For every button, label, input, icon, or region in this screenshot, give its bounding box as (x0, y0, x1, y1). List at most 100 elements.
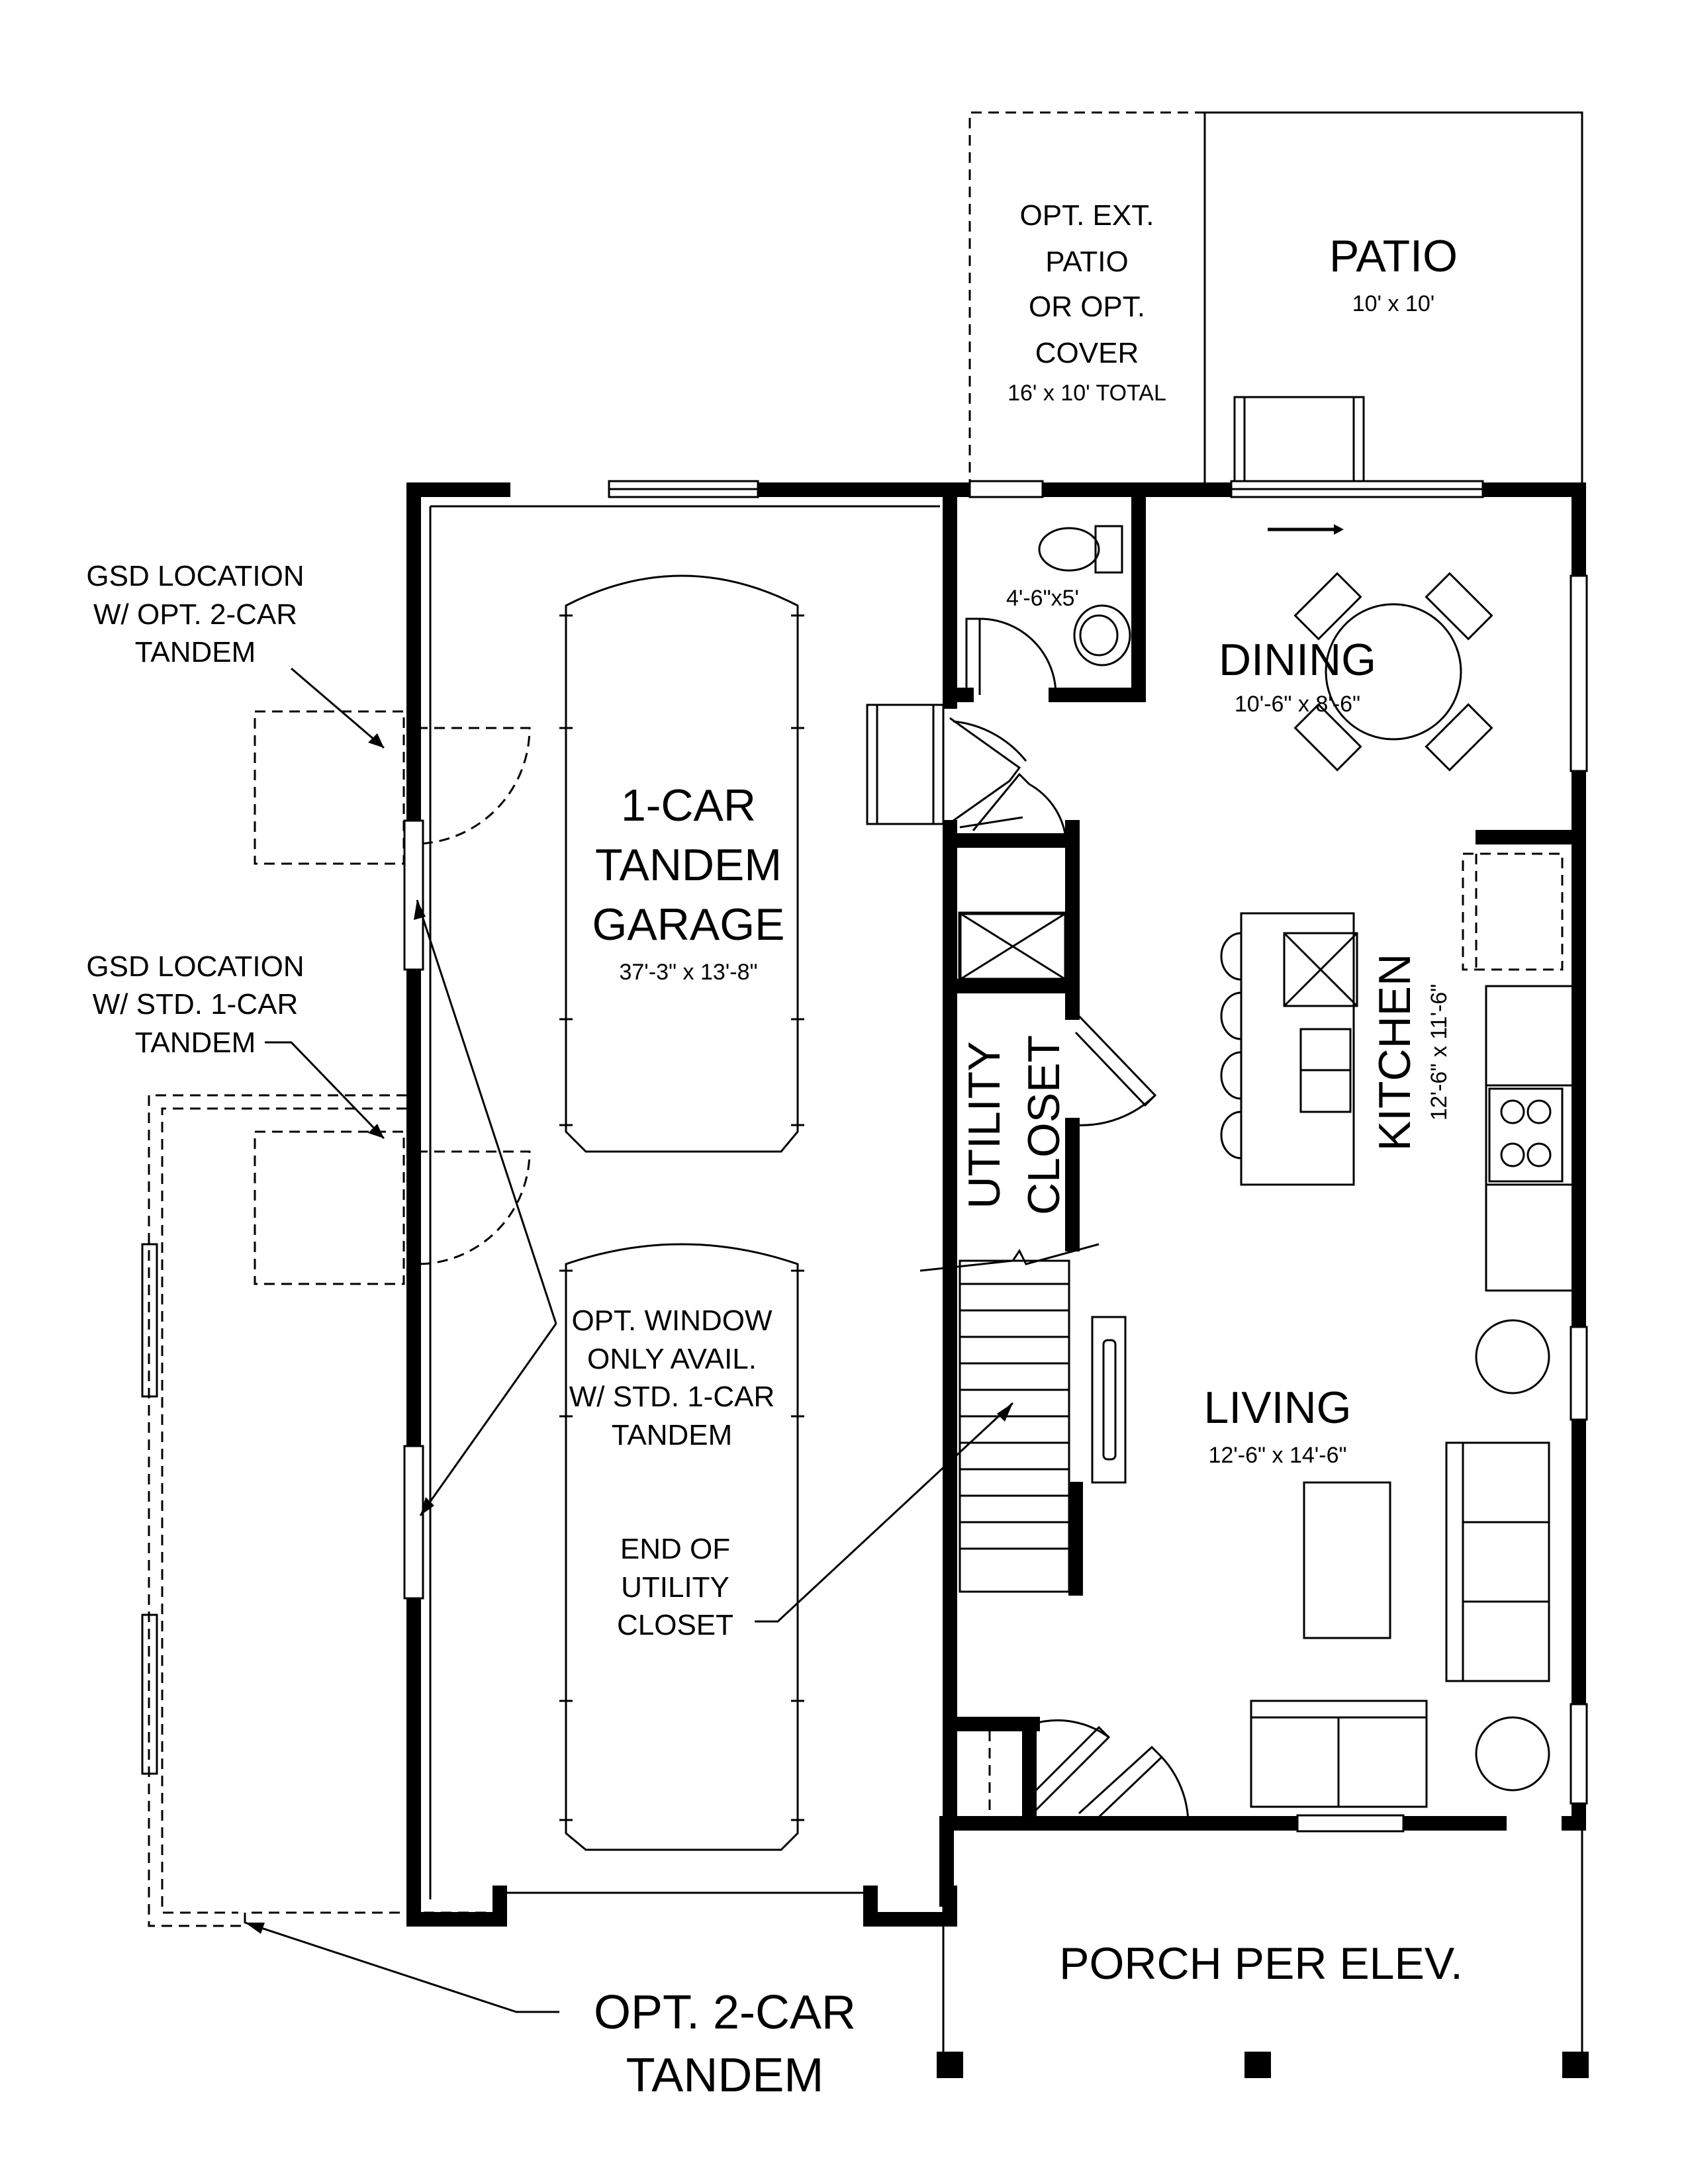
gsd-box-upper (254, 710, 405, 865)
note-opt-window-1: OPT. WINDOW (571, 1304, 773, 1337)
garage-left-wall (406, 482, 510, 1927)
cars (559, 574, 804, 1851)
opt-window-garage-2 (403, 1445, 424, 1600)
garage-dims: 37'-3" x 13'-8" (619, 960, 757, 985)
note-end-utility-2: UTILITY (621, 1571, 729, 1604)
garage-label-1: 1-CAR (621, 780, 756, 831)
walls (406, 482, 1586, 1927)
house-top-wall (1476, 482, 1586, 590)
fridge-space (1462, 852, 1564, 971)
note-opt-2car-2: TANDEM (626, 2049, 824, 2102)
note-opt-window-4: TANDEM (612, 1419, 733, 1451)
garage-bottom-right-wall (863, 1886, 957, 1927)
gsd-door-swing-lower (416, 1150, 531, 1265)
note-gsd-2car-1: GSD LOCATION (86, 560, 304, 592)
car-upper (565, 574, 799, 1153)
leader-opt-2car (244, 1921, 559, 2013)
leader-opt-window-2 (419, 1323, 557, 1516)
stool-2 (1220, 991, 1242, 1040)
utility-label-2: CLOSET (1019, 1035, 1069, 1215)
opt-ext-patio-label-1: OPT. EXT. (1020, 199, 1154, 232)
gsd-door-swing-upper (416, 727, 531, 845)
opt-ext-patio-label-2: PATIO (1045, 246, 1129, 278)
leader-opt-window-1 (416, 899, 557, 1324)
living-label: LIVING (1204, 1383, 1352, 1433)
note-end-utility-1: END OF (620, 1533, 730, 1565)
dining-label: DINING (1219, 635, 1376, 685)
patio-label: PATIO (1329, 231, 1458, 281)
powder-dims: 4'-6"x5' (1006, 586, 1079, 611)
note-gsd-1car-1: GSD LOCATION (86, 950, 304, 983)
coffee-table (1303, 1481, 1391, 1639)
sink-icon (1073, 604, 1131, 666)
opt-window-garage-1 (403, 819, 424, 971)
porch-label: PORCH PER ELEV. (1059, 1938, 1463, 1989)
leader-gsd-2car (291, 667, 385, 749)
entry-closet-door (1031, 1725, 1111, 1815)
stool-4 (1220, 1111, 1242, 1160)
kitchen-dims: 12'-6" x 11'-6" (1427, 984, 1452, 1121)
garage-label-2: TANDEM (595, 840, 782, 890)
garage-step (866, 704, 945, 825)
windows (403, 480, 1588, 1833)
opt-2car-outline (148, 1094, 506, 1927)
utility-door-leaf (972, 772, 1031, 831)
opt-ext-patio-label-3: OR OPT. (1029, 291, 1145, 323)
labels: OPT. EXT. PATIO OR OPT. COVER 16' x 10' … (86, 199, 1462, 2102)
patio-step (1233, 396, 1365, 490)
note-opt-window-2: ONLY AVAIL. (587, 1343, 757, 1375)
entry-door-swing (1160, 1756, 1190, 1824)
window-powder (968, 480, 1044, 498)
note-opt-2car-1: OPT. 2-CAR (594, 1986, 856, 2039)
opt-ext-patio-label-4: COVER (1035, 337, 1139, 369)
doors (866, 617, 1190, 1825)
range-icon (1488, 1087, 1564, 1183)
opt-window-left-2 (141, 1614, 158, 1775)
note-gsd-2car-2: W/ OPT. 2-CAR (93, 598, 297, 631)
window-living (1570, 1326, 1588, 1421)
note-gsd-1car-3: TANDEM (135, 1026, 256, 1059)
window-front (1296, 1814, 1405, 1833)
side-table-2 (1475, 1716, 1550, 1792)
window-living-lower (1570, 1703, 1588, 1805)
note-end-utility-3: CLOSET (617, 1609, 733, 1641)
entry-door-leaf (1078, 1745, 1164, 1825)
garage-inner-line (429, 505, 940, 1899)
patio-outline (1205, 111, 1583, 490)
kitchen-counter (1485, 985, 1572, 1292)
living-dims: 12'-6" x 14'-6" (1208, 1443, 1346, 1468)
fixtures (919, 525, 1572, 1808)
car-ticks (559, 614, 804, 1821)
dining-table (1293, 572, 1493, 772)
house-bottom-wall (939, 1816, 1305, 1907)
car-lower (565, 1243, 799, 1851)
patio-dims: 10' x 10' (1352, 291, 1435, 316)
kitchen-label: KITCHEN (1370, 954, 1420, 1151)
media-unit (1091, 1316, 1127, 1484)
closet-door-leaf (1074, 1011, 1157, 1107)
porch-post-2 (1244, 2052, 1271, 2078)
water-heater-box (958, 911, 1068, 981)
side-table-1 (1475, 1319, 1550, 1394)
toilet-icon (1038, 527, 1100, 572)
opt-2car-outline-inner (161, 1107, 407, 1914)
porch-post-3 (1562, 2052, 1589, 2078)
powder-door-leaf (965, 617, 981, 695)
window-dining (1570, 574, 1588, 772)
porch-post-1 (937, 2052, 963, 2078)
leader-end-utility (755, 1402, 1014, 1623)
powder-door-swing (979, 617, 1057, 696)
gsd-box-lower (254, 1130, 405, 1285)
closet-door-swing (1075, 1094, 1156, 1126)
opt-ext-patio-dims: 16' x 10' TOTAL (1008, 381, 1166, 406)
leader-lines (244, 667, 1014, 2013)
powder-wall (1049, 496, 1146, 702)
utility-door-swing (1029, 783, 1067, 838)
stairs (919, 1243, 1100, 1593)
note-gsd-1car-2: W/ STD. 1-CAR (93, 988, 298, 1021)
opt-ext-patio-outline (968, 111, 1205, 490)
cooktop-vent (1283, 932, 1358, 1007)
garage-door-leaf (949, 717, 1021, 822)
optional-elements (141, 111, 1564, 1927)
